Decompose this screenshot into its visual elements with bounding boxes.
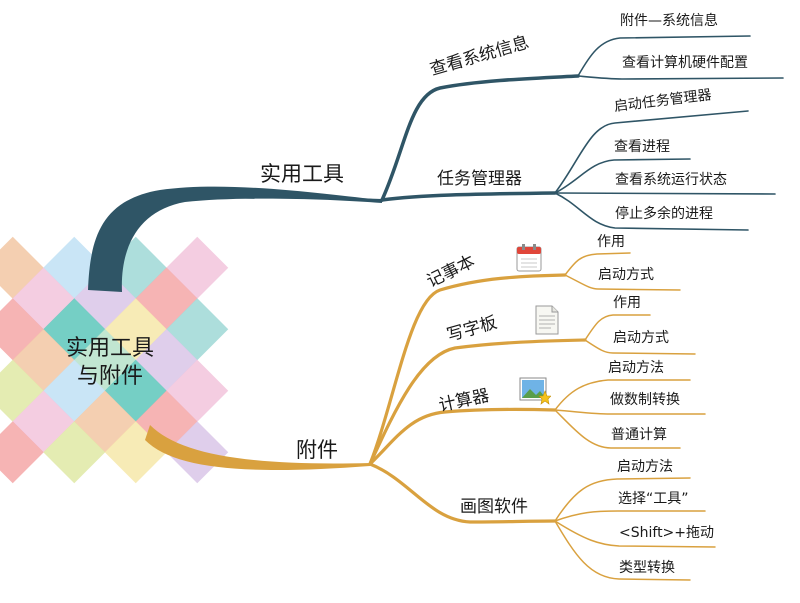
leaf-paint-0: 启动方法 [617,459,673,475]
leaf-paint-line-0 [554,477,691,522]
branch-calculator-line [368,407,557,466]
leaf-taskmgr-2: 查看系统运行状态 [615,172,727,188]
leaf-notepad-line-1 [564,274,681,291]
picture-icon [519,377,551,405]
leaf-taskmgr-line-3 [554,192,749,231]
leaf-taskmgr-3: 停止多余的进程 [615,206,713,222]
leaf-taskmgr-line-0 [554,110,749,194]
leaf-notepad-0: 作用 [597,234,625,250]
leaf-paint-line-2 [554,520,716,548]
leaf-calculator-line-0 [554,379,691,411]
root-node-tiles [0,236,229,484]
leaf-sysinfo-line-0 [577,35,751,77]
leaf-paint-2: <Shift>+拖动 [619,525,715,541]
branch-paint-line [368,462,557,524]
leaf-wordpad-1: 启动方式 [613,330,669,346]
leaf-taskmgr-line-1 [554,158,691,194]
root-node-label: 实用工具 与附件 [50,335,170,391]
calendar-icon [516,244,542,272]
branch-notepad-line [368,273,567,466]
branch-wordpad-line [368,338,587,466]
root-node-line1: 实用工具 [65,336,154,361]
leaf-paint-3: 类型转换 [619,560,675,576]
leaf-taskmgr-line-2 [554,192,776,195]
document-icon [535,305,559,335]
node-taskmgr: 任务管理器 [437,169,522,189]
branch-accessories-label: 附件 [296,438,338,462]
leaf-wordpad-line-0 [584,314,651,341]
node-paint: 画图软件 [460,497,528,517]
leaf-wordpad-0: 作用 [613,295,641,311]
leaf-calculator-0: 启动方法 [608,360,664,376]
root-tile [0,421,44,484]
leaf-calculator-line-2 [554,409,681,449]
root-node-line2: 与附件 [76,364,143,389]
branch-accessories-line [145,425,370,471]
leaf-paint-1: 选择“工具” [618,491,689,507]
branch-tools-label: 实用工具 [260,162,344,186]
leaf-notepad-1: 启动方式 [598,267,654,283]
branch-tools-line [88,186,382,292]
leaf-taskmgr-1: 查看进程 [614,139,670,155]
leaf-paint-line-1 [554,510,706,522]
leaf-paint-line-3 [554,520,691,581]
branch-taskmgr-line [380,191,557,202]
leaf-sysinfo-line-1 [577,75,784,80]
branch-lines [88,35,784,581]
leaf-sysinfo-1: 查看计算机硬件配置 [622,55,748,71]
tools-underline [259,195,383,201]
leaf-calculator-2: 普通计算 [611,427,667,443]
branch-sysinfo-line [380,74,580,202]
leaf-calculator-1: 做数制转换 [610,392,680,408]
leaf-notepad-line-0 [564,252,631,276]
leaf-calculator-line-1 [554,409,706,415]
leaf-wordpad-line-1 [584,339,696,355]
leaf-sysinfo-0: 附件—系统信息 [620,13,718,29]
